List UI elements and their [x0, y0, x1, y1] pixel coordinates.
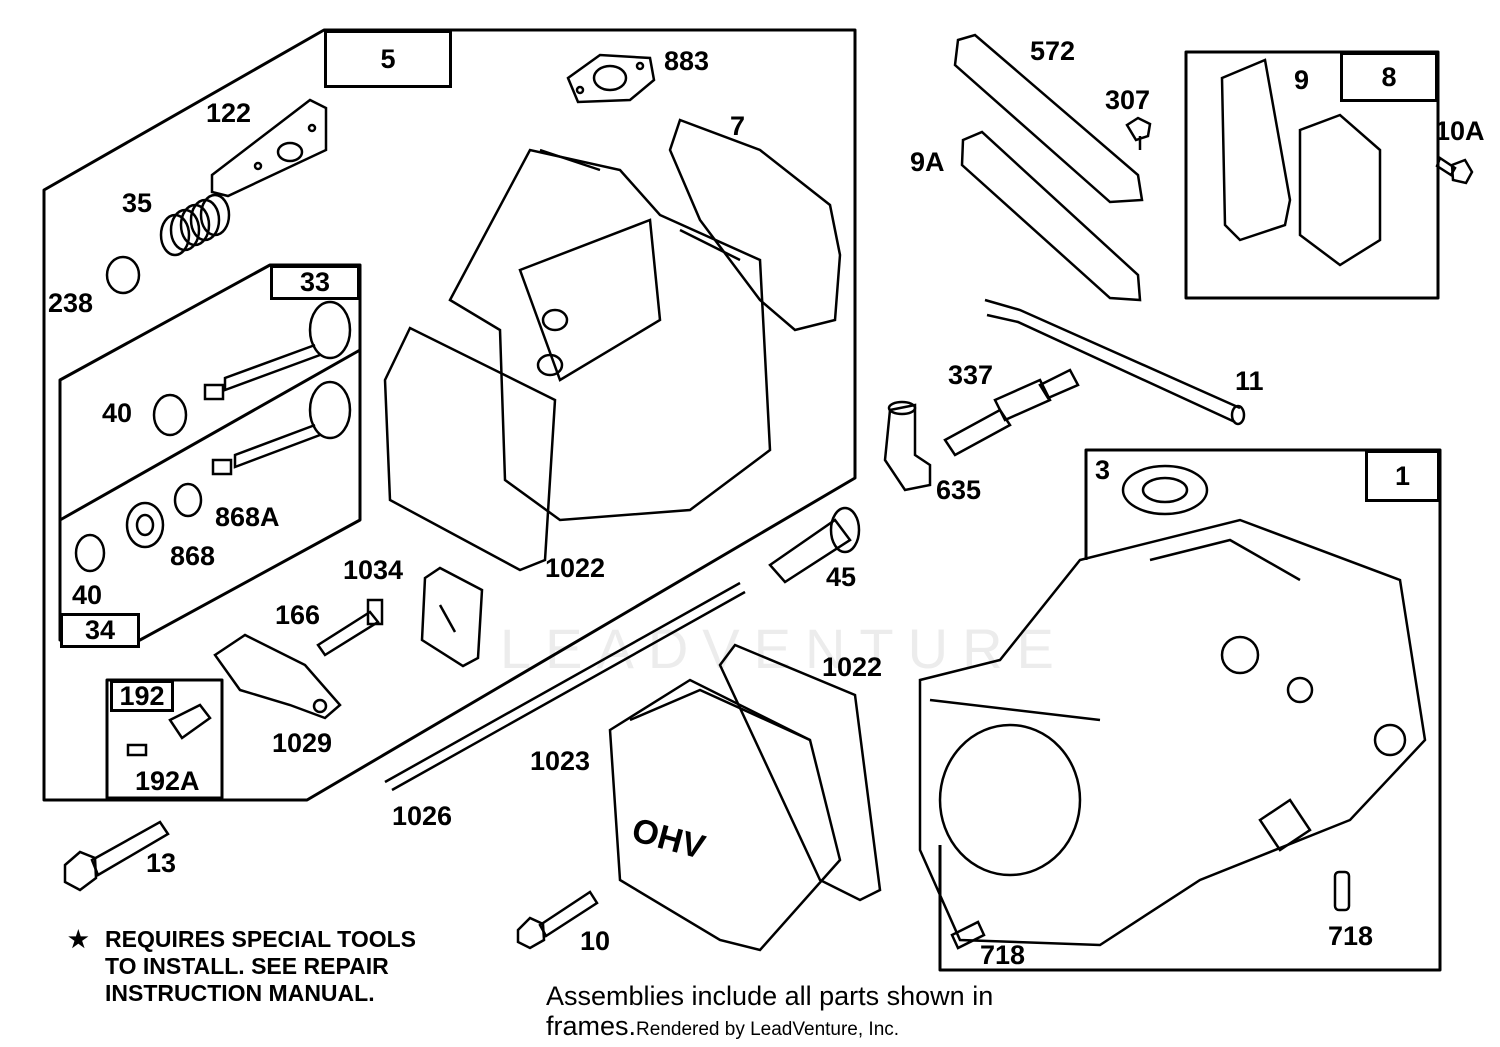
cover-8-drawing	[1298, 113, 1382, 267]
part-label-1029: 1029	[272, 728, 333, 758]
part-label-10: 10	[580, 926, 611, 956]
cap-238-drawing	[105, 255, 141, 295]
part-label-122: 122	[206, 98, 252, 128]
stud-166-drawing	[316, 598, 384, 657]
part-label-11: 11	[1235, 366, 1264, 396]
part-label-1022-lower: 1022	[822, 652, 883, 682]
part-label-40-upper: 40	[102, 398, 133, 428]
part-label-35: 35	[122, 188, 153, 218]
svg-text:OHV: OHV	[628, 811, 709, 867]
part-label-1022-upper: 1022	[545, 553, 606, 583]
part-label-572: 572	[1030, 36, 1076, 66]
cylinder-head-drawing	[448, 148, 772, 522]
gasket-883-drawing	[566, 53, 656, 104]
keeper-40b-drawing	[74, 533, 106, 573]
part-label-1034: 1034	[343, 555, 404, 585]
gasket-1022-lower-drawing	[718, 643, 882, 902]
part-label-238: 238	[48, 288, 94, 318]
engine-block-drawing	[918, 518, 1427, 947]
part-label-883: 883	[664, 46, 710, 76]
star-icon: ★	[68, 926, 89, 952]
part-label-337: 337	[948, 360, 994, 390]
note-line-1: REQUIRES SPECIAL TOOLS	[105, 926, 416, 952]
part-label-166: 166	[275, 600, 321, 630]
part-label-9: 9	[1294, 65, 1310, 95]
note-line-3: INSTRUCTION MANUAL.	[105, 980, 375, 1006]
part-label-3: 3	[1095, 455, 1111, 485]
rendered-by-credit: Rendered by LeadVenture, Inc.	[636, 1019, 900, 1040]
part-label-7: 7	[730, 111, 746, 141]
seal-868-drawing	[125, 501, 165, 549]
bolt-307-drawing	[1125, 116, 1152, 150]
part-label-10A: 10A	[1435, 116, 1485, 146]
part-label-307: 307	[1105, 85, 1151, 115]
frame-8-outline	[1184, 50, 1440, 300]
seal-3-drawing	[1121, 464, 1209, 516]
frame-tag-33: 33	[270, 265, 360, 300]
pin-718-left-drawing	[950, 920, 986, 950]
tube-45-drawing	[768, 506, 861, 584]
bolt-10-drawing	[516, 890, 599, 950]
part-label-635: 635	[936, 475, 982, 505]
pushrod-1026-drawing	[384, 581, 746, 792]
part-label-192A: 192A	[135, 766, 200, 796]
keeper-40-drawing	[152, 393, 188, 437]
bolt-10A-drawing	[1435, 156, 1474, 185]
tube-11-drawing	[984, 298, 1246, 426]
boot-635-drawing	[883, 400, 932, 492]
frame-33-34-outline	[58, 263, 362, 642]
gasket-572-drawing	[953, 33, 1144, 204]
part-label-868: 868	[170, 541, 216, 571]
gasket-1022-upper-drawing	[383, 326, 557, 572]
part-label-1023: 1023	[530, 746, 591, 776]
plate-122-drawing	[210, 98, 328, 198]
frame-1-outline	[938, 448, 1442, 972]
frame-tag-5: 5	[324, 30, 452, 88]
footer-line-1: Assemblies include all parts shown in	[546, 981, 994, 1011]
valve-34-drawing	[211, 380, 352, 476]
valve-33-drawing	[203, 300, 352, 401]
part-label-718-left: 718	[980, 940, 1026, 970]
gasket-9A-drawing	[960, 130, 1142, 302]
gasket-7-drawing	[668, 118, 842, 332]
bolt-13-drawing	[63, 820, 170, 892]
valve-cover-1023-drawing: OHV	[608, 678, 842, 952]
frame-tag-34: 34	[60, 613, 140, 648]
footer-line-2: frames.	[546, 1011, 637, 1041]
washer-868A-drawing	[173, 482, 203, 518]
part-label-9A: 9A	[910, 147, 945, 177]
part-label-718-right: 718	[1328, 921, 1374, 951]
part-label-868A: 868A	[215, 502, 280, 532]
special-tools-note: ★ REQUIRES SPECIAL TOOLS TO INSTALL. SEE…	[68, 926, 416, 1007]
gasket-9-drawing	[1220, 58, 1292, 242]
part-label-40-lower: 40	[72, 580, 103, 610]
rocker-1029-drawing	[213, 633, 342, 720]
part-label-13: 13	[146, 848, 177, 878]
plate-1034-drawing	[420, 566, 484, 668]
part-label-45: 45	[826, 562, 857, 592]
fitting-192-drawing	[126, 703, 212, 757]
part-label-1026: 1026	[392, 801, 453, 831]
frame-tag-8: 8	[1340, 52, 1438, 102]
note-line-2: TO INSTALL. SEE REPAIR	[105, 953, 389, 979]
assemblies-footer: Assemblies include all parts shown in fr…	[546, 981, 993, 1045]
frame-tag-1: 1	[1365, 450, 1440, 502]
frame-tag-192: 192	[110, 680, 174, 712]
spring-35-drawing	[159, 193, 231, 257]
pin-718-right-drawing	[1333, 870, 1351, 912]
sparkplug-337-drawing	[943, 368, 1080, 457]
